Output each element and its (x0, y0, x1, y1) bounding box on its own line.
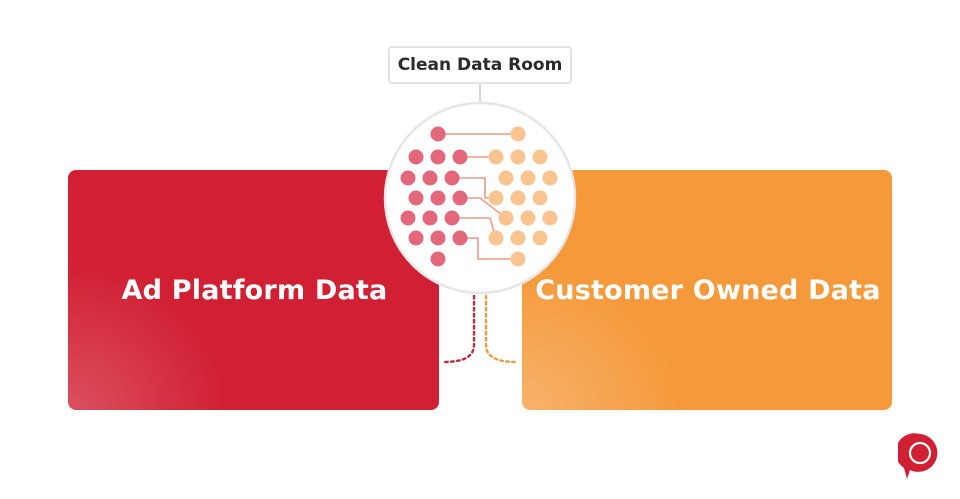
ad-platform-data-dot (408, 190, 424, 206)
ad-platform-data-dot (430, 190, 446, 206)
ad-platform-data-dot (408, 230, 424, 246)
customer-data-dot (510, 149, 526, 165)
ad-platform-data-dot (430, 149, 446, 165)
orange-dotted-flow-line (484, 294, 518, 364)
data-flow-dotted-lines (442, 294, 518, 364)
customer-data-dot (520, 170, 536, 186)
ad-platform-data-block: Ad Platform Data (68, 170, 439, 410)
ad-platform-data-dot (444, 170, 460, 186)
ad-platform-data-dot (452, 149, 468, 165)
customer-data-dot (542, 170, 558, 186)
match-line (460, 237, 518, 260)
ad-platform-data-dot (400, 170, 416, 186)
ad-platform-data-dot (400, 210, 416, 226)
customer-data-dot (510, 251, 526, 267)
customer-data-dot (488, 149, 504, 165)
ad-platform-data-label: Ad Platform Data (121, 274, 388, 306)
customer-data-dot (488, 230, 504, 246)
clean-data-room-circle (383, 101, 577, 295)
customer-data-dot (488, 190, 504, 206)
ad-platform-data-dot (422, 210, 438, 226)
ad-platform-data-dot (430, 126, 446, 142)
customer-data-dot (498, 210, 514, 226)
data-dots (400, 126, 558, 267)
ad-platform-data-dot (430, 251, 446, 267)
clean-data-room-text: Clean Data Room (397, 55, 563, 75)
speech-bubble-logo-icon (898, 433, 938, 479)
ad-platform-data-dot (444, 210, 460, 226)
red-dotted-flow-line (442, 294, 476, 364)
ad-platform-data-dot (452, 190, 468, 206)
customer-data-dot (520, 210, 536, 226)
customer-data-dot (542, 210, 558, 226)
label-connector-line (479, 84, 481, 104)
data-matching-illustration (383, 101, 577, 295)
ad-platform-data-dot (422, 170, 438, 186)
customer-data-dot (532, 149, 548, 165)
customer-owned-data-label: Customer Owned Data (535, 274, 881, 306)
customer-data-dot (498, 170, 514, 186)
ad-platform-data-dot (430, 230, 446, 246)
customer-data-dot (510, 126, 526, 142)
customer-owned-data-block: Customer Owned Data (522, 170, 892, 410)
ad-platform-data-dot (408, 149, 424, 165)
customer-data-dot (532, 190, 548, 206)
clean-data-room-label: Clean Data Room (388, 46, 572, 84)
customer-data-dot (532, 230, 548, 246)
customer-data-dot (510, 190, 526, 206)
customer-data-dot (510, 230, 526, 246)
ad-platform-data-dot (452, 230, 468, 246)
